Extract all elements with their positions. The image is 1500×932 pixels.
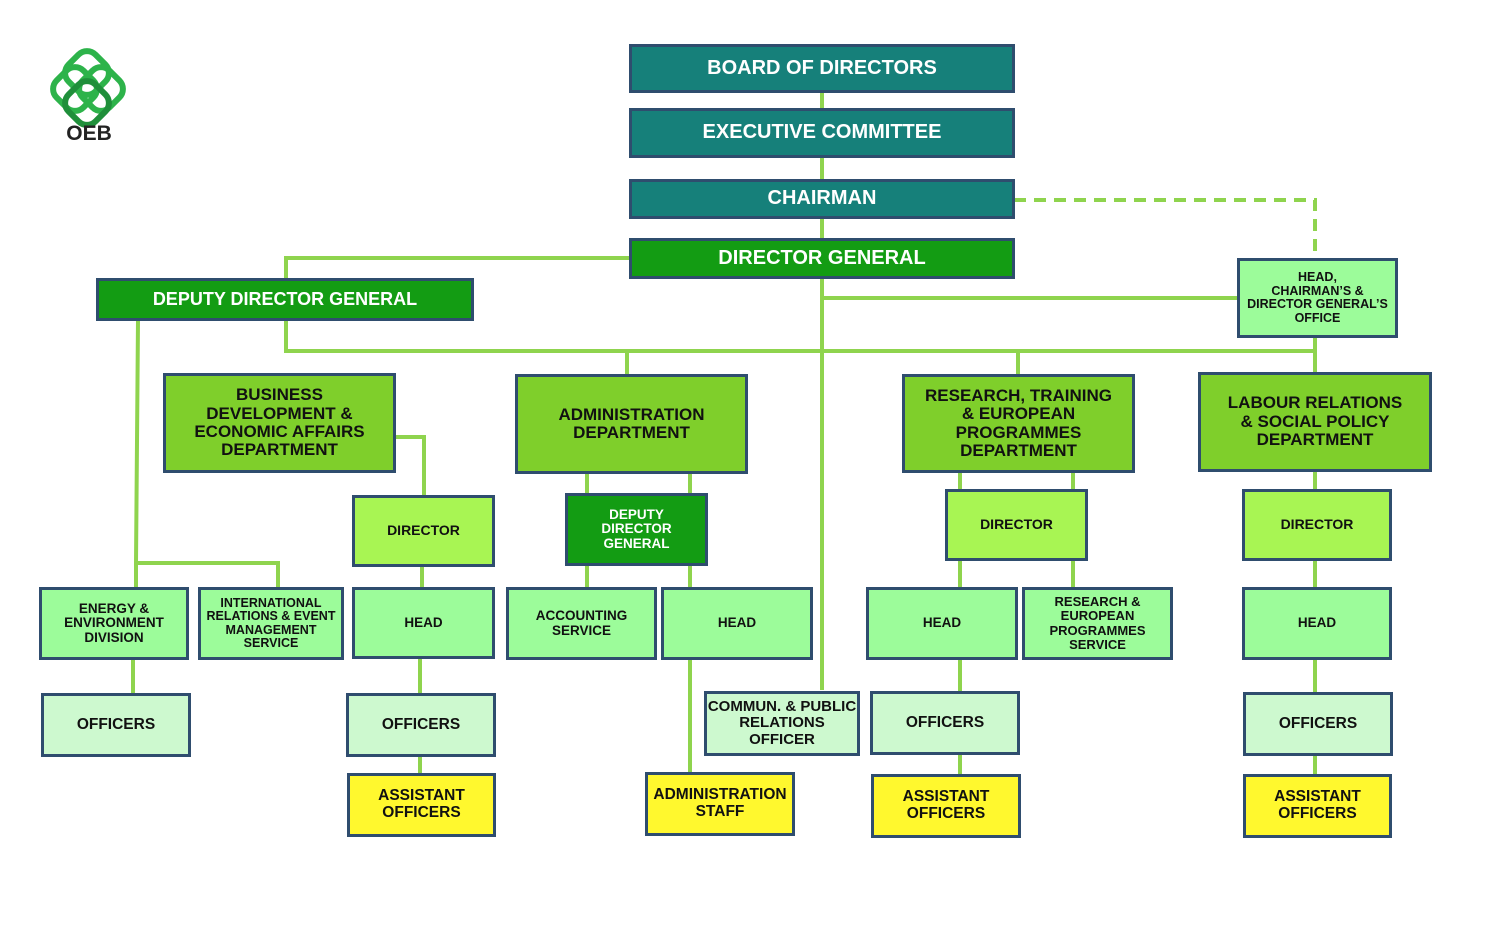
international-relations-service-box: INTERNATIONAL RELATIONS & EVENT MANAGEME…	[198, 587, 344, 660]
administration-department-box: ADMINISTRATION DEPARTMENT	[515, 374, 748, 474]
labour-assistant-officers-box: ASSISTANT OFFICERS	[1243, 774, 1392, 838]
research-head-box: HEAD	[866, 587, 1018, 660]
research-assistant-officers-box: ASSISTANT OFFICERS	[871, 774, 1021, 838]
director-general-box: DIRECTOR GENERAL	[629, 238, 1015, 279]
head-office-box: HEAD, CHAIRMAN’S & DIRECTOR GENERAL’S OF…	[1237, 258, 1398, 338]
admin-deputy-director-general-box: DEPUTY DIRECTOR GENERAL	[565, 493, 708, 566]
labour-director-box: DIRECTOR	[1242, 489, 1392, 561]
research-service-box: RESEARCH & EUROPEAN PROGRAMMES SERVICE	[1022, 587, 1173, 660]
accounting-service-box: ACCOUNTING SERVICE	[506, 587, 657, 660]
administration-staff-box: ADMINISTRATION STAFF	[645, 772, 795, 836]
business-officers-box: OFFICERS	[346, 693, 496, 757]
executive-committee-box: EXECUTIVE COMMITTEE	[629, 108, 1015, 158]
board-of-directors-box: BOARD OF DIRECTORS	[629, 44, 1015, 93]
chairman-box: CHAIRMAN	[629, 179, 1015, 219]
dashed-link	[1014, 198, 1317, 259]
logo-text: OEB	[66, 122, 112, 145]
communications-officer-box: COMMUN. & PUBLIC RELATIONS OFFICER	[704, 691, 860, 756]
business-department-box: BUSINESS DEVELOPMENT & ECONOMIC AFFAIRS …	[163, 373, 396, 473]
labour-officers-box: OFFICERS	[1243, 692, 1393, 756]
oeb-logo-icon	[50, 48, 126, 128]
business-director-box: DIRECTOR	[352, 495, 495, 567]
energy-division-box: ENERGY & ENVIRONMENT DIVISION	[39, 587, 189, 660]
research-officers-box: OFFICERS	[870, 691, 1020, 755]
research-department-box: RESEARCH, TRAINING & EUROPEAN PROGRAMMES…	[902, 374, 1135, 473]
research-director-box: DIRECTOR	[945, 489, 1088, 561]
deputy-director-general-box: DEPUTY DIRECTOR GENERAL	[96, 278, 474, 321]
admin-head-box: HEAD	[661, 587, 813, 660]
labour-department-box: LABOUR RELATIONS & SOCIAL POLICY DEPARTM…	[1198, 372, 1432, 472]
business-assistant-officers-box: ASSISTANT OFFICERS	[347, 773, 496, 837]
labour-head-box: HEAD	[1242, 587, 1392, 660]
business-head-box: HEAD	[352, 587, 495, 659]
energy-officers-box: OFFICERS	[41, 693, 191, 757]
